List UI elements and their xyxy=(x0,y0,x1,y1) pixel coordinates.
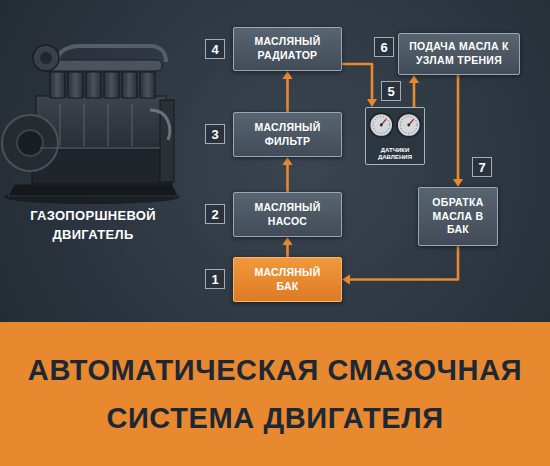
diagram-title: АВТОМАТИЧЕСКАЯ СМАЗОЧНАЯ СИСТЕМА ДВИГАТЕ… xyxy=(13,346,537,442)
arrow-head xyxy=(409,75,419,83)
flow-line xyxy=(349,246,458,280)
title-holder: АВТОМАТИЧЕСКАЯ СМАЗОЧНАЯ СИСТЕМА ДВИГАТЕ… xyxy=(0,322,550,466)
box-label: МАСЛЯНЫЙ ФИЛЬТР xyxy=(246,121,330,148)
block-ribs xyxy=(40,104,160,148)
flow-arrow xyxy=(283,237,293,257)
flywheel-hub xyxy=(17,130,43,156)
engine-caption: ГАЗОПОРШНЕВОЙ ДВИГАТЕЛЬ xyxy=(14,207,172,245)
flow-line xyxy=(286,244,289,257)
pump-box: МАСЛЯНЫЙ НАСОС xyxy=(233,192,342,237)
flow-line xyxy=(457,75,460,180)
arrow-head xyxy=(283,237,293,245)
pressure-gauges xyxy=(366,108,424,142)
engine-skid xyxy=(8,184,178,196)
gauge-dial xyxy=(397,113,421,137)
supply-box: ПОДАЧА МАСЛА К УЗЛАМ ТРЕНИЯ xyxy=(398,33,520,75)
arrow-head xyxy=(342,275,350,285)
sensor-label: ДАТЧИКИ ДАВЛЕНИЯ xyxy=(370,147,420,161)
cylinder-heads xyxy=(50,72,155,98)
callout-number: 4 xyxy=(205,39,225,59)
flow-line xyxy=(413,82,416,107)
radiator-box: МАСЛЯНЫЙ РАДИАТОР xyxy=(233,27,342,71)
callout-number: 2 xyxy=(205,204,225,224)
box-label: МАСЛЯНЫЙ РАДИАТОР xyxy=(246,35,330,62)
flow-arrow xyxy=(283,71,293,112)
title-band xyxy=(0,322,550,466)
box-label: МАСЛЯНЫЙ НАСОС xyxy=(246,201,330,228)
callout-number: 3 xyxy=(205,124,225,144)
callout-number: 1 xyxy=(205,269,225,289)
flow-arrow xyxy=(342,246,458,285)
flow-arrow xyxy=(342,64,377,107)
arrow-head xyxy=(367,99,377,107)
turbocharger xyxy=(33,45,59,71)
turbocharger-hub xyxy=(40,52,52,64)
flow-line xyxy=(286,164,289,192)
flow-line xyxy=(342,64,372,100)
gauge-dial xyxy=(369,113,393,137)
engine-pipe xyxy=(58,46,166,62)
arrow-head xyxy=(283,157,293,165)
gauge-scale xyxy=(373,117,390,134)
callout-number: 6 xyxy=(374,37,394,57)
flywheel-housing xyxy=(2,115,58,171)
gauge-scale xyxy=(400,117,417,134)
flow-arrow xyxy=(409,75,419,107)
intake-manifold xyxy=(44,60,162,71)
engine-hose xyxy=(150,110,170,140)
arrow-head xyxy=(453,179,463,187)
filter-box: МАСЛЯНЫЙ ФИЛЬТР xyxy=(233,112,342,157)
gauge-pivot xyxy=(380,124,383,127)
callout-number: 5 xyxy=(381,81,401,101)
callout-number: 7 xyxy=(472,157,492,177)
gauge-pivot xyxy=(407,124,410,127)
box-label: ПОДАЧА МАСЛА К УЗЛАМ ТРЕНИЯ xyxy=(406,40,512,67)
tank-box: МАСЛЯНЫЙ БАК xyxy=(233,257,342,302)
arrow-head xyxy=(283,71,293,79)
flow-arrow xyxy=(283,157,293,192)
flow-arrow xyxy=(453,75,463,187)
flow-line xyxy=(286,78,289,112)
box-label: МАСЛЯНЫЙ БАК xyxy=(246,266,330,293)
return-box: ОБРАТКА МАСЛА В БАК xyxy=(418,187,498,246)
box-label: ОБРАТКА МАСЛА В БАК xyxy=(428,196,488,237)
pressure-sensors: ДАТЧИКИ ДАВЛЕНИЯ xyxy=(365,107,425,165)
